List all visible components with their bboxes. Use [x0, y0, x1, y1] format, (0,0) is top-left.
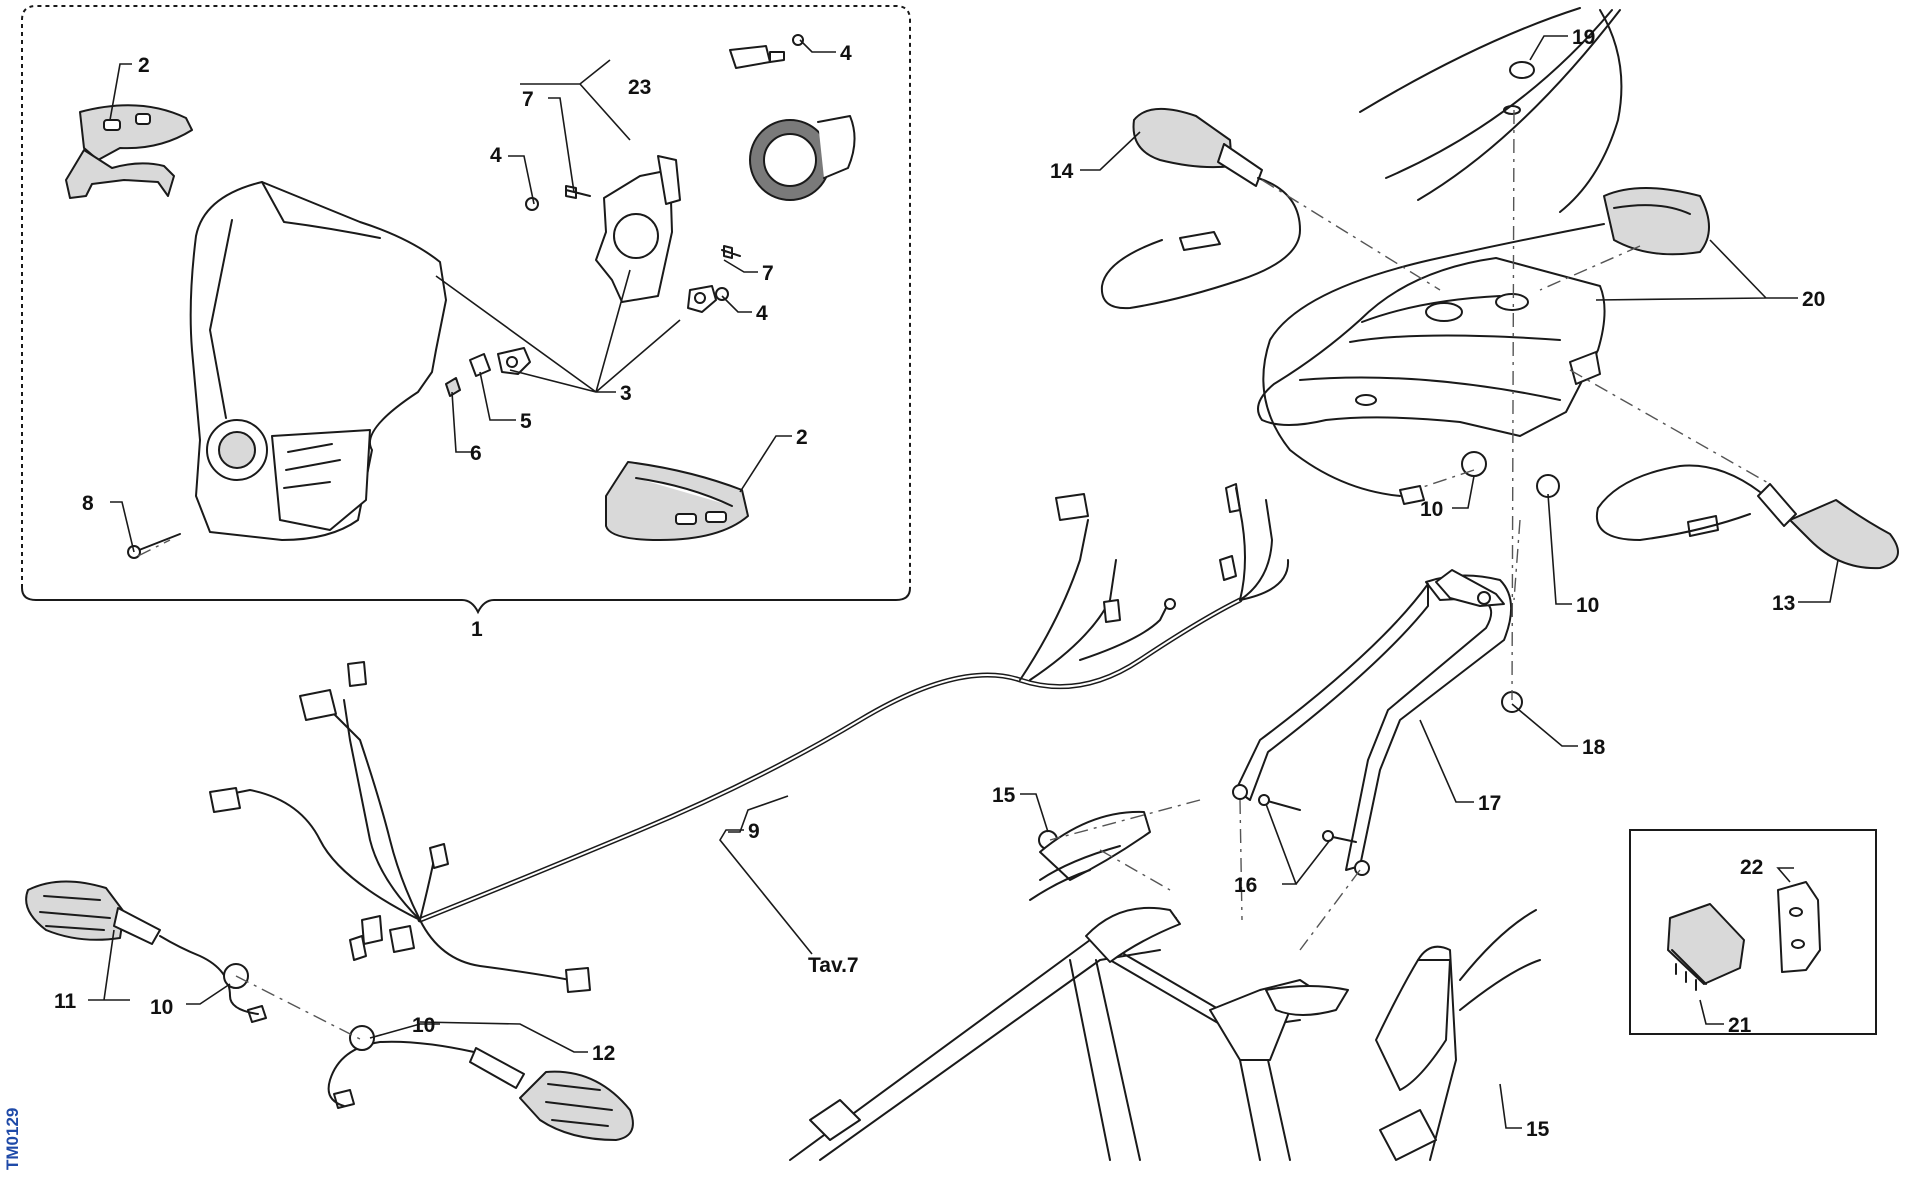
relay-box [1629, 829, 1877, 1035]
screws-kit [127, 34, 804, 559]
callout-10-fender-right: 10 [1576, 594, 1599, 617]
drawing-code: TM0129 [3, 1108, 22, 1170]
headlight-fairing [189, 181, 447, 541]
callout-2-top: 2 [138, 54, 150, 77]
callout-22: 22 [1740, 856, 1763, 879]
callout-5: 5 [520, 410, 532, 433]
callout-14: 14 [1050, 160, 1074, 183]
callout-11: 11 [54, 990, 77, 1013]
main-wiring-harness [209, 483, 1290, 993]
seat-outline [1359, 7, 1623, 213]
headlight-kit-group [21, 5, 911, 615]
callout-9: 9 [748, 820, 760, 843]
rear-subframe [789, 810, 1541, 1161]
callout-20: 20 [1802, 288, 1825, 311]
callout-8: 8 [82, 492, 94, 515]
callout-2-bottom: 2 [796, 426, 808, 449]
callout-21: 21 [1728, 1014, 1752, 1037]
tail-light [1603, 187, 1710, 256]
callout-18: 18 [1582, 736, 1606, 759]
callout-7-right: 7 [762, 262, 774, 285]
callout-10-front-right: 10 [412, 1014, 435, 1037]
callout-16: 16 [1234, 874, 1257, 897]
callout-15-top: 15 [992, 784, 1016, 807]
rear-fender [1257, 257, 1606, 437]
headlight-bracket-top [65, 104, 193, 199]
callout-3: 3 [620, 382, 632, 405]
callout-12: 12 [592, 1042, 615, 1065]
callout-1: 1 [471, 618, 483, 641]
callout-15-bottom: 15 [1526, 1118, 1550, 1141]
callout-4-left: 4 [490, 144, 502, 167]
callout-10-fender-left: 10 [1420, 498, 1443, 521]
callout-19: 19 [1572, 26, 1595, 49]
callout-4-right: 4 [756, 302, 768, 325]
callout-4-top: 4 [840, 42, 852, 65]
horn-switch [729, 45, 856, 201]
headlight-bracket-bottom [605, 461, 749, 541]
lamp-holder [497, 155, 717, 375]
tail-light-harness [1262, 223, 1605, 505]
indicator-rear-right [1595, 464, 1899, 570]
callout-labels: 2 23 4 4 7 7 4 3 5 6 8 2 1 14 19 20 13 1… [54, 26, 1825, 1141]
callout-tav7: Tav.7 [808, 954, 859, 977]
callout-13: 13 [1772, 592, 1795, 615]
callout-17: 17 [1478, 792, 1501, 815]
indicator-rear-left [1100, 107, 1301, 310]
callout-7-top: 7 [522, 88, 534, 111]
assembly-lines [137, 109, 1771, 1041]
indicator-front-right [327, 1025, 634, 1141]
leader-lines [88, 35, 1839, 1129]
grab-handle [1038, 569, 1513, 876]
callout-10-front-left: 10 [150, 996, 173, 1019]
callout-23: 23 [628, 76, 651, 99]
callout-6: 6 [470, 442, 482, 465]
